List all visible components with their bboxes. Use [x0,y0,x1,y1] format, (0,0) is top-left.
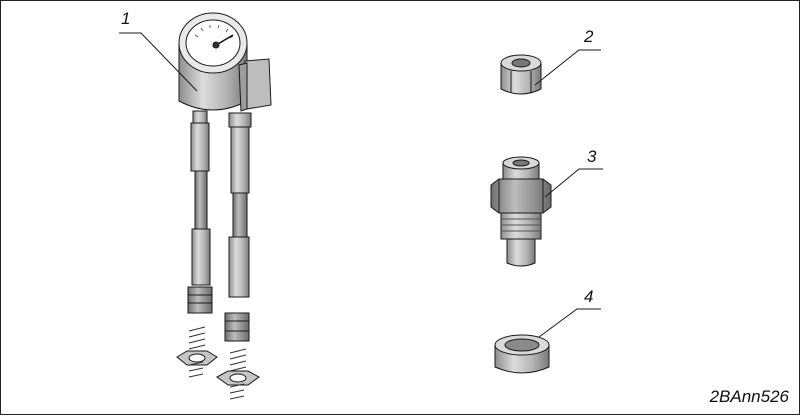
gauge-bracket [244,58,272,110]
leader-lines [119,32,603,338]
callout-3: 3 [587,147,597,166]
figure-code: 2BAnn526 [709,387,789,406]
pressure-gauge-assembly [176,12,272,400]
leader-2 [534,49,601,86]
leader-4 [538,308,601,338]
sleeve-ring [494,334,550,374]
gauge-body [178,12,272,112]
spring-nut-left [176,326,218,378]
hose-left [187,110,213,314]
threaded-connector [490,156,552,267]
spring-nut-right [216,348,260,400]
leader-1 [119,32,198,92]
gauge-pivot [212,41,220,49]
cap-adapter [500,54,542,95]
callout-1: 1 [121,9,131,28]
callout-4: 4 [584,287,594,306]
hose-right [224,112,252,342]
callout-2: 2 [584,27,594,46]
leader-3 [544,168,603,198]
